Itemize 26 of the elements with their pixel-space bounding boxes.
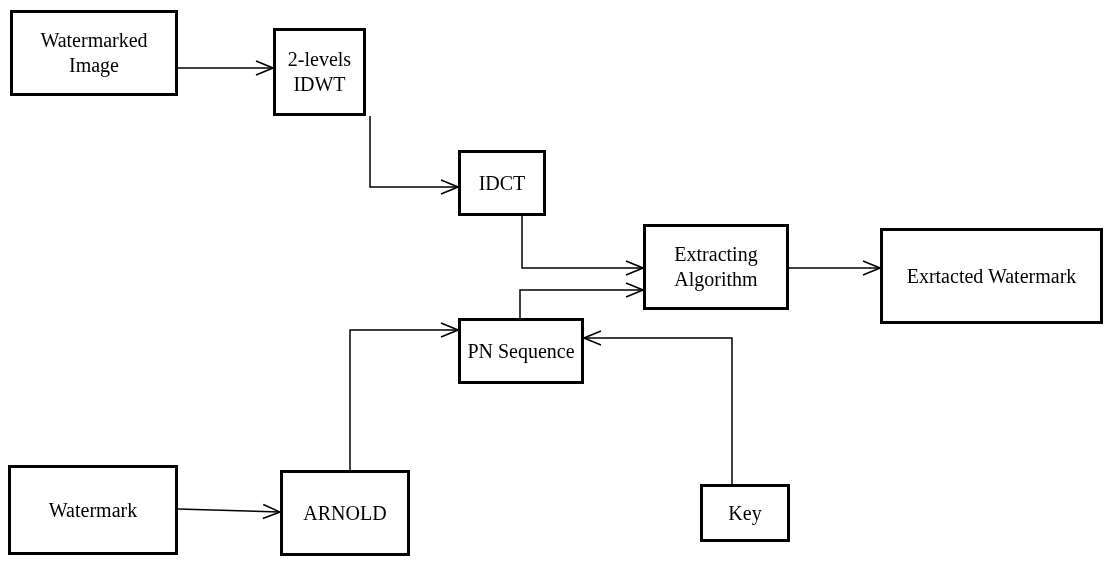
box-label: ARNOLD [303,500,387,526]
arrow [521,215,644,276]
box-label: Key [728,500,762,526]
process-box [10,10,178,96]
arrow [177,503,281,520]
process-box [280,470,410,556]
process-box [273,28,366,116]
box-label: Watermark [48,497,138,523]
box-label: Watermarked Image [39,28,149,78]
arrow [369,115,459,195]
process-box [458,318,584,384]
process-box [880,228,1103,324]
box-label: IDCT [478,170,526,196]
process-box [458,150,546,216]
box-label: PN Sequence [467,338,575,364]
process-box [700,484,790,542]
arrow [788,260,881,276]
process-box [643,224,789,310]
box-label: Exrtacted Watermark [906,263,1077,289]
process-box [8,465,178,555]
box-label: 2-levels IDWT [286,47,353,97]
arrow [519,282,644,319]
box-label: Extracting Algorithm [673,242,759,292]
arrow [349,322,459,471]
arrow [177,60,274,76]
arrow [583,330,733,485]
